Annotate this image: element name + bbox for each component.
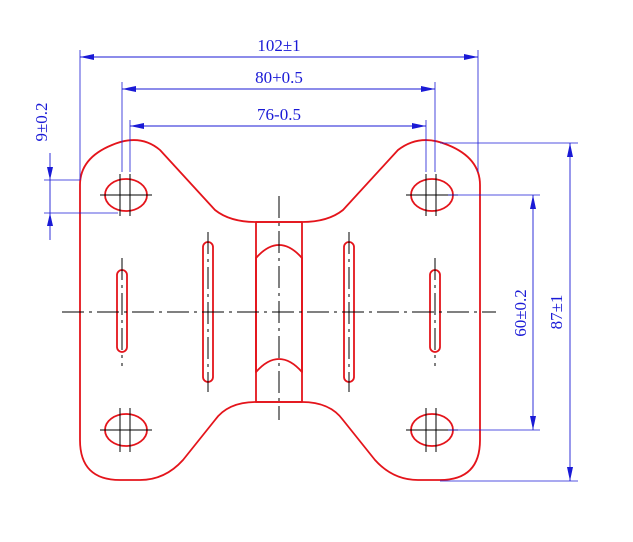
dimension-60-text: 60±0.2 bbox=[511, 289, 530, 337]
dimension-76-text: 76-0.5 bbox=[257, 105, 301, 124]
dimension-87: 87±1 bbox=[440, 142, 578, 482]
dimension-76: 76-0.5 bbox=[129, 105, 427, 172]
hole-crosshairs bbox=[100, 174, 458, 452]
plate-outline bbox=[79, 139, 481, 481]
dimension-80-text: 80+0.5 bbox=[255, 68, 303, 87]
dimension-102: 102±1 bbox=[79, 36, 479, 180]
dimension-80: 80+0.5 bbox=[121, 68, 436, 172]
dimension-102-text: 102±1 bbox=[257, 36, 300, 55]
dimension-87-text: 87±1 bbox=[547, 295, 566, 330]
dimension-60: 60±0.2 bbox=[448, 194, 540, 431]
dimension-9-text: 9±0.2 bbox=[32, 102, 51, 141]
dimension-9: 9±0.2 bbox=[32, 102, 118, 240]
